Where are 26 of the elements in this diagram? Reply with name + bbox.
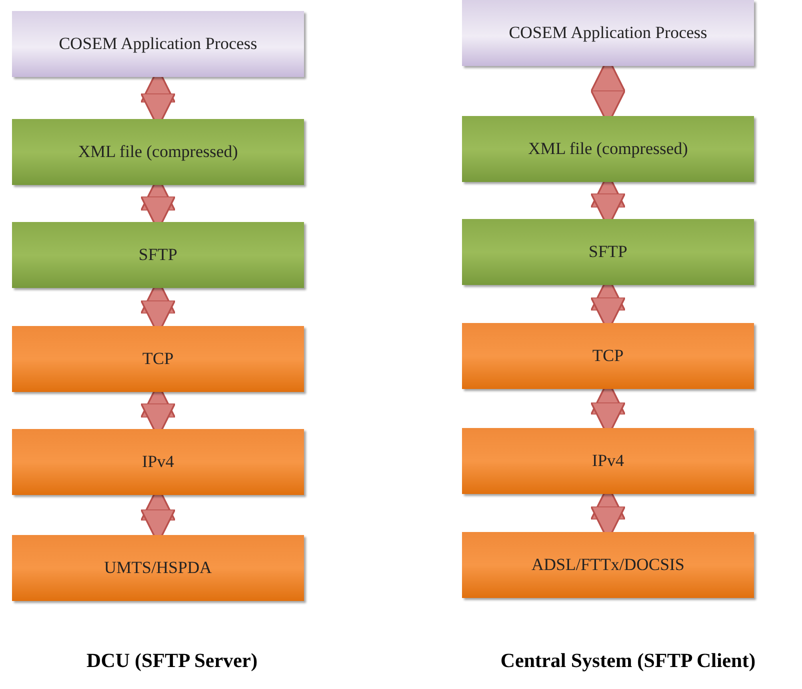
layer-box	[12, 326, 304, 392]
layer-label: SFTP	[138, 245, 178, 265]
layer-box	[12, 11, 304, 77]
layer-box	[462, 0, 754, 66]
layer-box	[12, 222, 304, 288]
layer-label: ADSL/FTTx/DOCSIS	[531, 555, 685, 575]
column-caption: Central System (SFTP Client)	[500, 650, 756, 673]
layer-box	[462, 116, 754, 182]
layer-box	[462, 219, 754, 285]
layer-label: COSEM Application Process	[58, 34, 258, 54]
layer-label: TCP	[142, 349, 174, 369]
layer-label: IPv4	[142, 452, 174, 472]
layer-box	[12, 119, 304, 185]
layer-box	[12, 535, 304, 601]
layer-box	[12, 429, 304, 495]
layer-label: XML file (compressed)	[78, 142, 238, 162]
layer-box	[462, 532, 754, 598]
layer-label: XML file (compressed)	[528, 139, 688, 159]
layer-label: COSEM Application Process	[508, 23, 708, 43]
column-caption: DCU (SFTP Server)	[86, 650, 258, 673]
layer-box	[462, 323, 754, 389]
layer-label: IPv4	[592, 451, 624, 471]
layer-label: SFTP	[588, 242, 628, 262]
layer-label: TCP	[592, 346, 624, 366]
layer-box	[462, 428, 754, 494]
layer-label: UMTS/HSPDA	[104, 558, 212, 578]
